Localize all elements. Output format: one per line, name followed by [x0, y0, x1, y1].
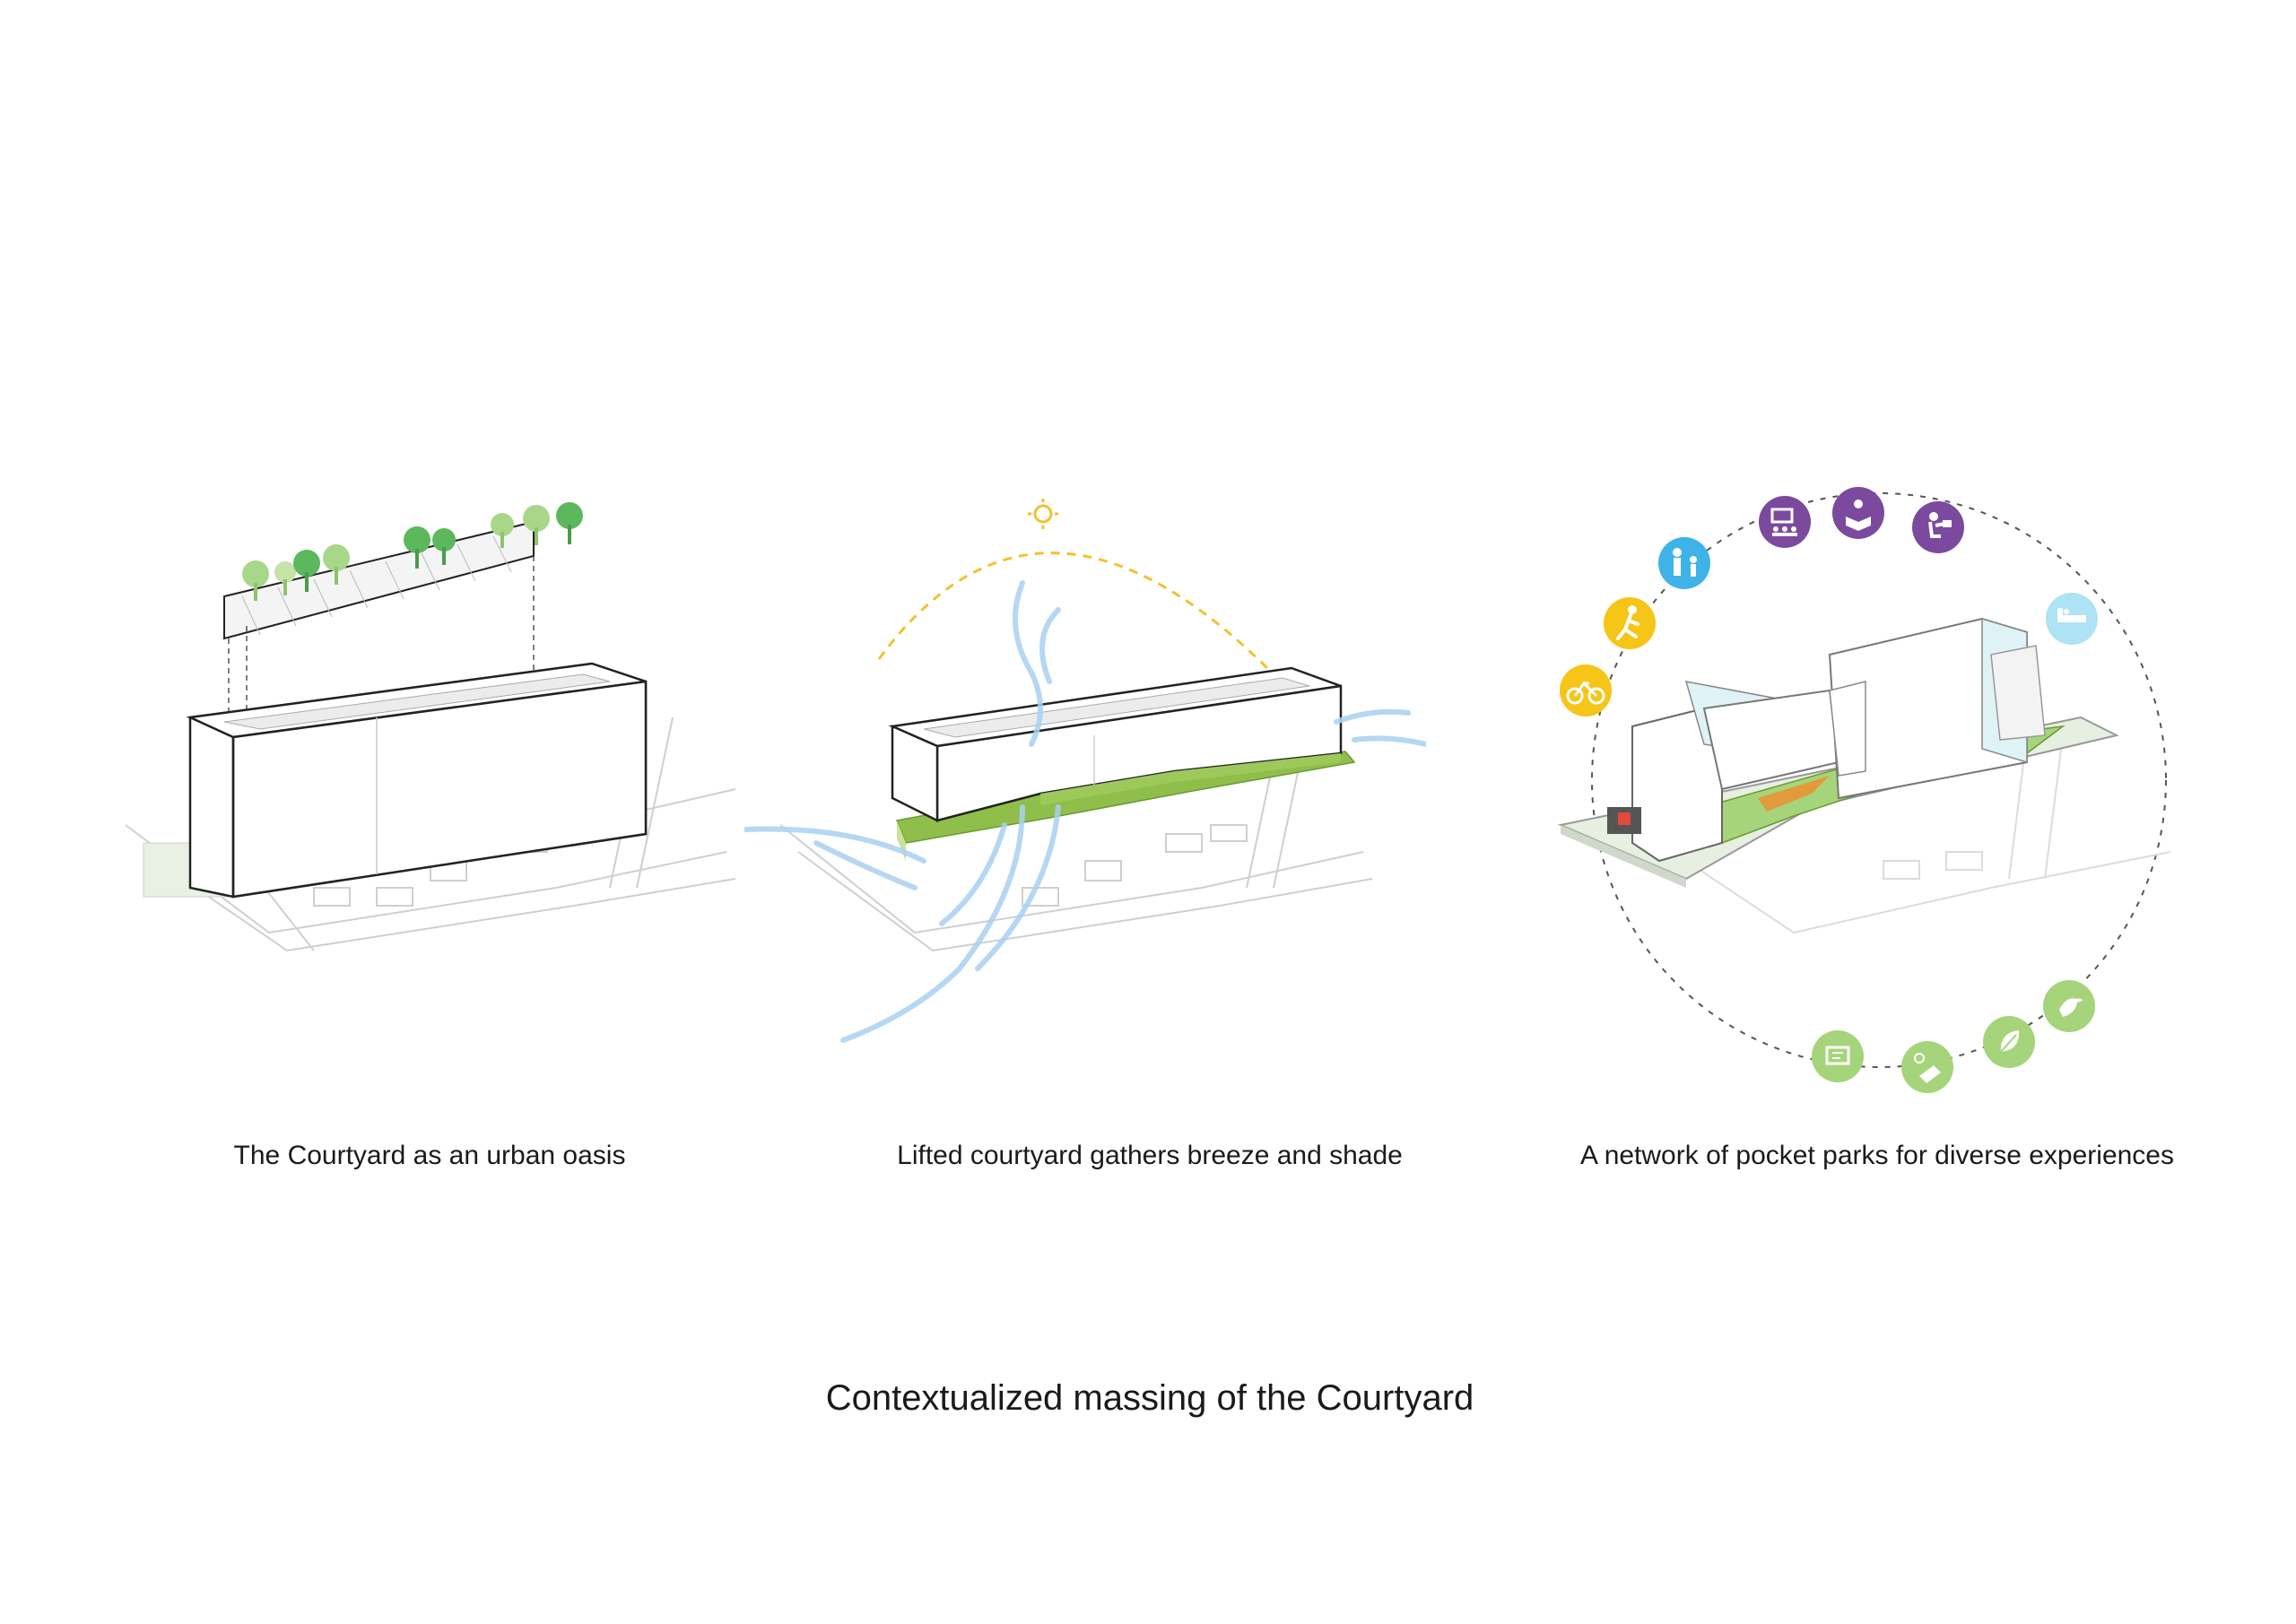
recycling-icon — [1812, 1030, 1864, 1082]
lifted-courtyard-illustration — [744, 499, 1426, 1043]
caption-urban-oasis: The Courtyard as an urban oasis — [233, 1141, 626, 1170]
experience-ring — [1591, 492, 2167, 1068]
courtyard-void — [923, 677, 1310, 738]
solar-panel-icon — [1901, 1041, 1953, 1093]
sun-path — [877, 551, 1275, 676]
diagram-lifted-courtyard — [744, 466, 1426, 1094]
sun-icon — [1028, 499, 1058, 529]
classroom-icon — [1759, 496, 1811, 548]
wind-flows — [744, 580, 1426, 1043]
roof-hatch — [241, 535, 512, 636]
pocket-parks-illustration — [1557, 487, 2171, 1093]
page-title: Contextualized massing of the Courtyard — [825, 1378, 1474, 1418]
roof-trees — [242, 502, 583, 601]
roof-slab — [223, 520, 535, 640]
caption-pocket-parks: A network of pocket parks for diverse ex… — [1580, 1141, 2174, 1170]
urban-oasis-illustration — [125, 502, 736, 952]
workspace-icon — [1912, 501, 1964, 553]
diagram-pocket-parks — [1525, 466, 2206, 1094]
diagram-urban-oasis — [108, 466, 789, 1094]
bird-icon — [2043, 980, 2095, 1032]
leaf-icon — [1983, 1016, 2035, 1068]
caption-lifted-courtyard: Lifted courtyard gathers breeze and shad… — [897, 1141, 1403, 1170]
jogging-icon — [1604, 597, 1656, 649]
street-context — [779, 716, 1373, 952]
bicycle-icon — [1560, 664, 1612, 716]
rest-icon — [2046, 593, 2098, 645]
reading-icon — [1832, 487, 1884, 539]
family-icon — [1658, 537, 1710, 589]
courtyard-void — [223, 673, 611, 730]
